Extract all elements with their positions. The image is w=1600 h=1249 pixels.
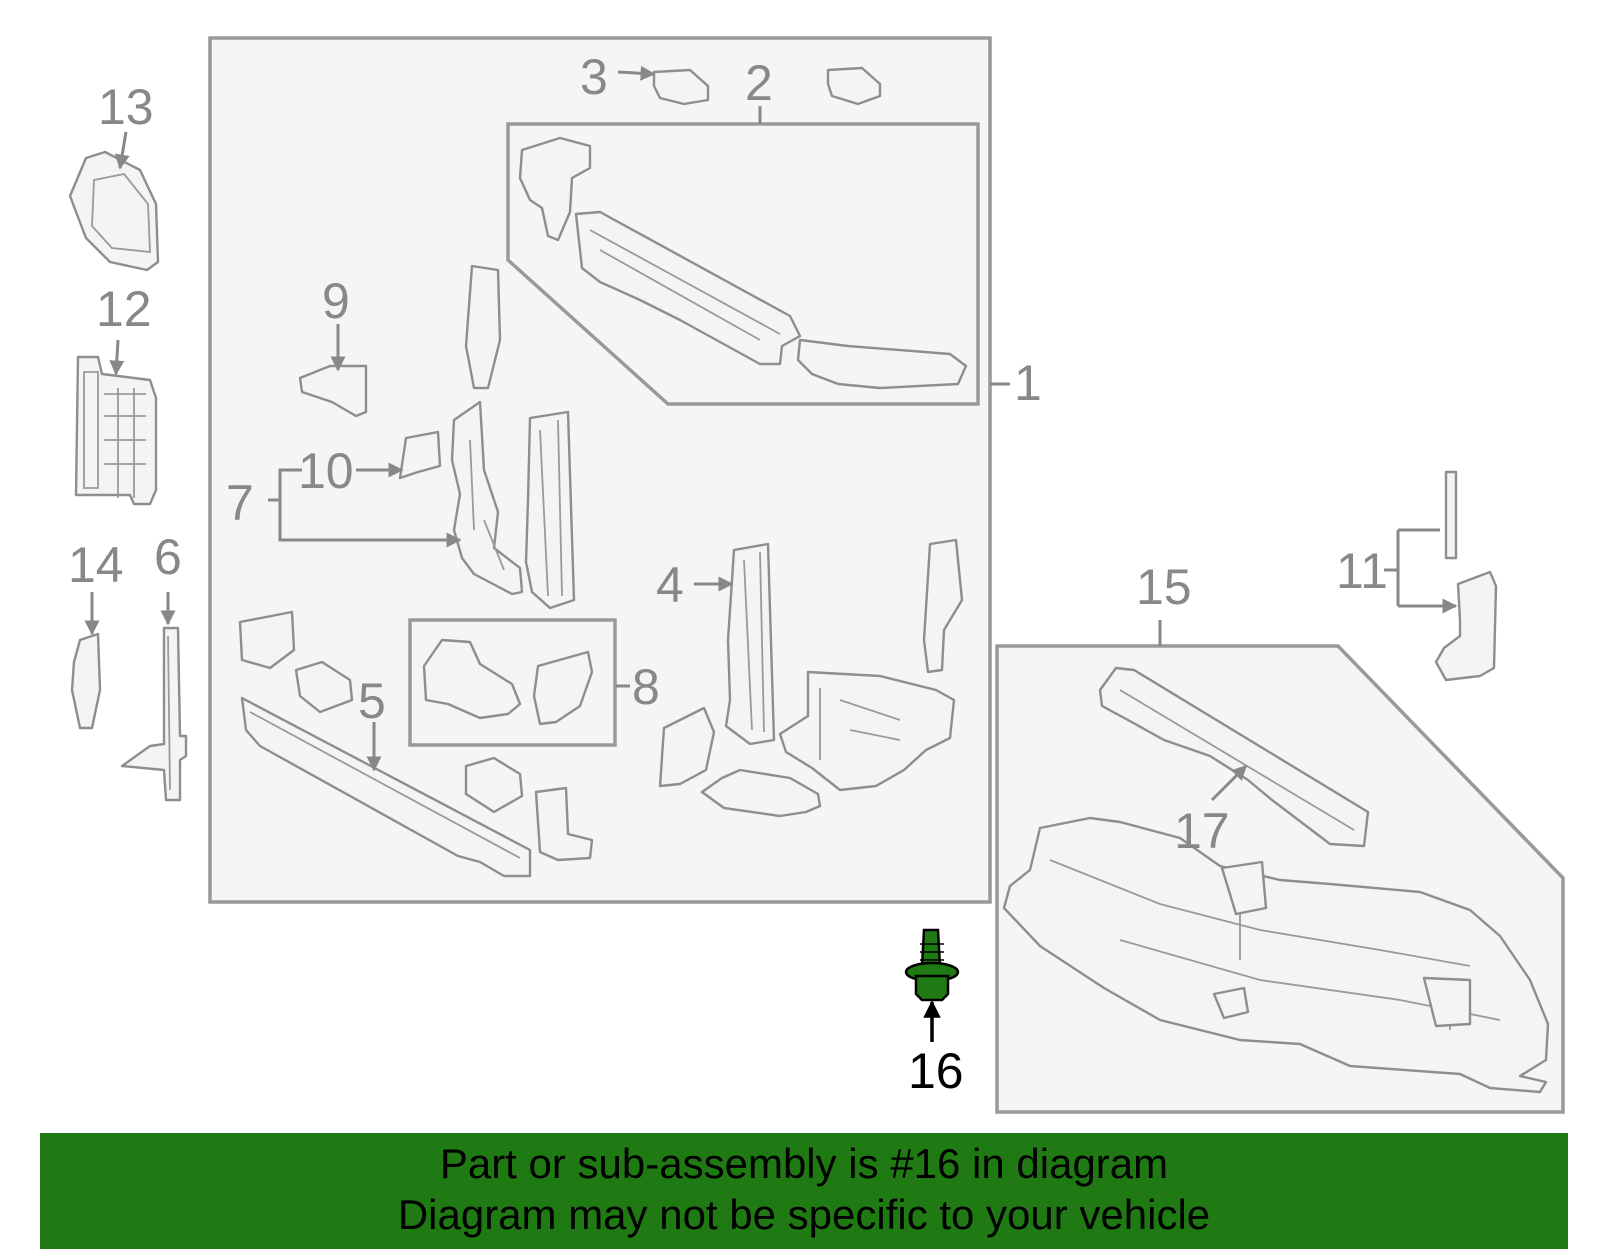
callout-17: 17 [1174,803,1230,859]
callout-1: 1 [1014,355,1042,411]
part-2-shape [518,136,968,390]
part-16-bolt[interactable] [904,928,960,1002]
callout-9: 9 [322,273,350,329]
part-17-shape [1098,666,1370,848]
part-12-shape [74,355,158,506]
callout-14: 14 [68,537,124,593]
sub-box-2 [506,122,980,406]
part-6-shape [120,626,188,802]
callout-4: 4 [656,557,684,613]
part-3b-shape [826,66,882,106]
callout-15: 15 [1136,559,1192,615]
part-15-shape [1002,816,1550,1094]
leader-lines [84,65,1456,1042]
callout-6: 6 [154,529,182,585]
callout-13: 13 [98,79,154,135]
part-11-shape [1434,470,1498,682]
part-4-shape [658,538,964,818]
banner-line-2: Diagram may not be specific to your vehi… [397,1191,1211,1238]
part-13-shape [68,150,160,272]
info-banner: Part or sub-assembly is #16 in diagram D… [40,1133,1568,1249]
callout-5: 5 [358,673,386,729]
callout-16[interactable]: 16 [908,1043,964,1099]
part-8-shape [422,638,594,726]
part-5-shape [238,610,594,878]
callout-10: 10 [298,443,354,499]
banner-line-1: Part or sub-assembly is #16 in diagram [439,1140,1169,1187]
callout-11: 11 [1336,543,1388,599]
part-3-shape [652,68,710,106]
callout-2: 2 [745,55,773,111]
callout-3: 3 [580,49,608,105]
callout-7: 7 [226,475,254,531]
part-14-shape [70,632,102,730]
callout-8: 8 [632,659,660,715]
callout-12: 12 [96,281,152,337]
